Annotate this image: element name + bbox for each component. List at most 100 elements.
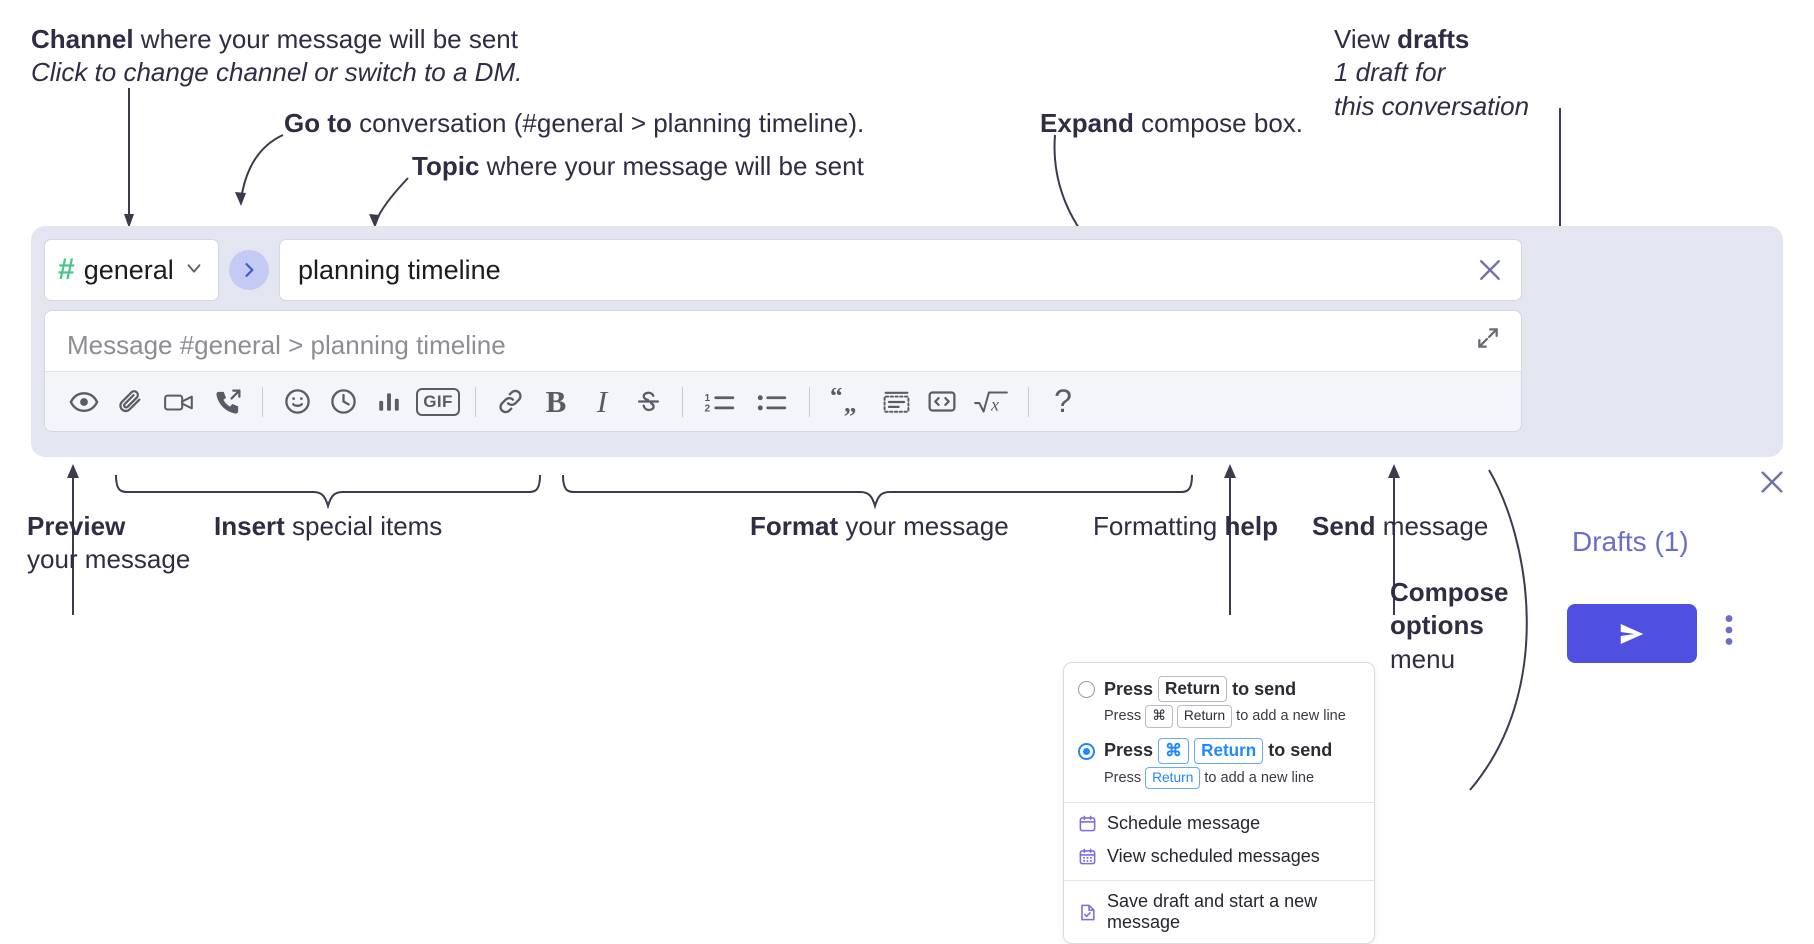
toolbar-divider-4 bbox=[809, 386, 810, 417]
document-check-icon bbox=[1078, 903, 1097, 922]
record-video-clip-button[interactable] bbox=[153, 380, 205, 424]
math-button[interactable]: x bbox=[965, 380, 1017, 424]
topic-field[interactable]: planning timeline bbox=[279, 239, 1522, 301]
close-icon[interactable] bbox=[1756, 466, 1788, 503]
svg-text:1: 1 bbox=[705, 392, 711, 403]
menu-item-schedule-label: Schedule message bbox=[1107, 813, 1261, 834]
option1-sub-suffix: to add a new line bbox=[1236, 708, 1346, 725]
calendar-icon bbox=[1078, 814, 1097, 833]
toolbar-divider-5 bbox=[1028, 386, 1029, 417]
emoji-button[interactable] bbox=[274, 380, 320, 424]
annotation-help: Formatting help bbox=[1093, 510, 1278, 543]
annotation-channel-italic: Click to change channel or switch to a D… bbox=[31, 57, 523, 88]
annotation-send-bold: Send bbox=[1312, 511, 1376, 541]
create-poll-button[interactable] bbox=[366, 380, 412, 424]
schedule-reminder-button[interactable] bbox=[320, 380, 366, 424]
annotation-drafts-italic2: this conversation bbox=[1334, 90, 1530, 121]
annotation-drafts-plain: View bbox=[1334, 24, 1398, 54]
compose-widget: # general planning timeline M bbox=[31, 226, 1783, 663]
svg-text:x: x bbox=[990, 394, 999, 414]
svg-text:“: “ bbox=[830, 388, 843, 410]
insert-gif-button[interactable]: GIF bbox=[412, 380, 464, 424]
clear-topic-icon[interactable] bbox=[1475, 255, 1505, 285]
option2-suffix: to send bbox=[1268, 740, 1333, 761]
option1-sub-prefix: Press bbox=[1104, 708, 1142, 725]
compose-options-menu: Press Return to send Press ⌘ Return to a… bbox=[1063, 662, 1375, 944]
calendar-grid-icon bbox=[1078, 847, 1097, 866]
code-block-button[interactable] bbox=[873, 380, 919, 424]
attach-file-button[interactable] bbox=[107, 380, 153, 424]
annotation-help-plain: Formatting bbox=[1093, 511, 1225, 541]
svg-text:2: 2 bbox=[705, 403, 711, 414]
radio-return[interactable] bbox=[1078, 681, 1095, 698]
svg-text:„: „ bbox=[844, 388, 857, 415]
menu-divider-1 bbox=[1064, 802, 1374, 804]
send-button[interactable] bbox=[1567, 604, 1697, 663]
radio-cmd-return[interactable] bbox=[1078, 742, 1095, 760]
inline-code-button[interactable] bbox=[919, 380, 965, 424]
drafts-link[interactable]: Drafts (1) bbox=[1572, 526, 1689, 557]
annotation-drafts: View drafts 1 draft for this conversatio… bbox=[1334, 23, 1529, 123]
annotation-format: Format your message bbox=[750, 510, 1009, 543]
expand-compose-icon[interactable] bbox=[1475, 325, 1501, 356]
compose-header-row: # general planning timeline bbox=[44, 239, 1522, 301]
menu-item-schedule-message[interactable]: Schedule message bbox=[1064, 807, 1374, 840]
annotation-goto: Go to conversation (#general > planning … bbox=[284, 107, 864, 140]
send-icon bbox=[1620, 623, 1644, 644]
annotation-preview: Preview your message bbox=[27, 510, 190, 577]
preview-message-button[interactable] bbox=[61, 380, 107, 424]
option2-prefix: Press bbox=[1104, 740, 1154, 761]
bulleted-list-button[interactable] bbox=[746, 380, 798, 424]
topic-value: planning timeline bbox=[298, 254, 501, 285]
bold-icon: B bbox=[545, 383, 567, 419]
send-option-return-sub: Press ⌘ Return to add a new line bbox=[1064, 702, 1374, 733]
annotation-preview-bold: Preview bbox=[27, 511, 126, 541]
annotation-send: Send message bbox=[1312, 510, 1488, 543]
formatting-help-button[interactable]: ? bbox=[1040, 380, 1086, 424]
annotation-topic: Topic where your message will be sent bbox=[412, 150, 864, 183]
message-input[interactable]: Message #general > planning timeline bbox=[67, 330, 506, 360]
compose-main-column: # general planning timeline M bbox=[44, 239, 1522, 444]
toolbar-divider-1 bbox=[262, 386, 263, 417]
option2-sub-prefix: Press bbox=[1104, 770, 1142, 787]
option1-sub-key-return: Return bbox=[1176, 705, 1233, 728]
annotation-goto-bold: Go to bbox=[284, 108, 352, 138]
menu-item-save-draft-label: Save draft and start a new message bbox=[1107, 891, 1318, 933]
annotation-compose-options: Compose options menu bbox=[1390, 576, 1508, 676]
go-to-conversation-button[interactable] bbox=[229, 250, 269, 290]
annotation-preview-rest: your message bbox=[27, 544, 191, 575]
annotation-compose-bold2: options bbox=[1390, 610, 1484, 641]
channel-name-label: general bbox=[83, 254, 174, 285]
link-button[interactable] bbox=[487, 380, 533, 424]
bold-button[interactable]: B bbox=[533, 380, 579, 424]
annotation-expand: Expand compose box. bbox=[1040, 107, 1303, 140]
record-audio-clip-button[interactable] bbox=[205, 380, 251, 424]
annotation-channel-rest: where your message will be sent bbox=[133, 24, 518, 54]
channel-selector[interactable]: # general bbox=[44, 239, 219, 301]
question-mark-icon: ? bbox=[1054, 383, 1072, 419]
italic-icon: I bbox=[596, 383, 608, 419]
annotation-goto-rest: conversation (#general > planning timeli… bbox=[351, 108, 865, 138]
annotation-topic-bold: Topic bbox=[412, 151, 480, 181]
annotation-topic-rest: where your message will be sent bbox=[479, 151, 864, 181]
annotation-insert: Insert special items bbox=[214, 510, 442, 543]
option2-key-cmd: ⌘ bbox=[1158, 737, 1190, 764]
menu-item-view-scheduled[interactable]: View scheduled messages bbox=[1064, 840, 1374, 873]
option2-sub-key-return: Return bbox=[1145, 766, 1201, 790]
send-option-return[interactable]: Press Return to send bbox=[1064, 672, 1374, 703]
italic-button[interactable]: I bbox=[579, 380, 625, 424]
annotation-format-bold: Format bbox=[750, 511, 839, 541]
strikethrough-button[interactable] bbox=[625, 380, 671, 424]
menu-item-save-draft[interactable]: Save draft and start a new message bbox=[1064, 885, 1374, 939]
blockquote-button[interactable]: “„ bbox=[821, 380, 873, 424]
send-option-cmd-return[interactable]: Press ⌘ Return to send bbox=[1064, 734, 1374, 764]
annotation-insert-bold: Insert bbox=[214, 511, 285, 541]
annotation-insert-rest: special items bbox=[284, 511, 443, 541]
option2-key-return: Return bbox=[1194, 737, 1264, 764]
menu-divider-2 bbox=[1064, 880, 1374, 882]
annotation-channel-bold: Channel bbox=[31, 24, 134, 54]
compose-options-button[interactable] bbox=[1724, 614, 1734, 651]
send-option-cmd-return-sub: Press Return to add a new line bbox=[1064, 764, 1374, 795]
